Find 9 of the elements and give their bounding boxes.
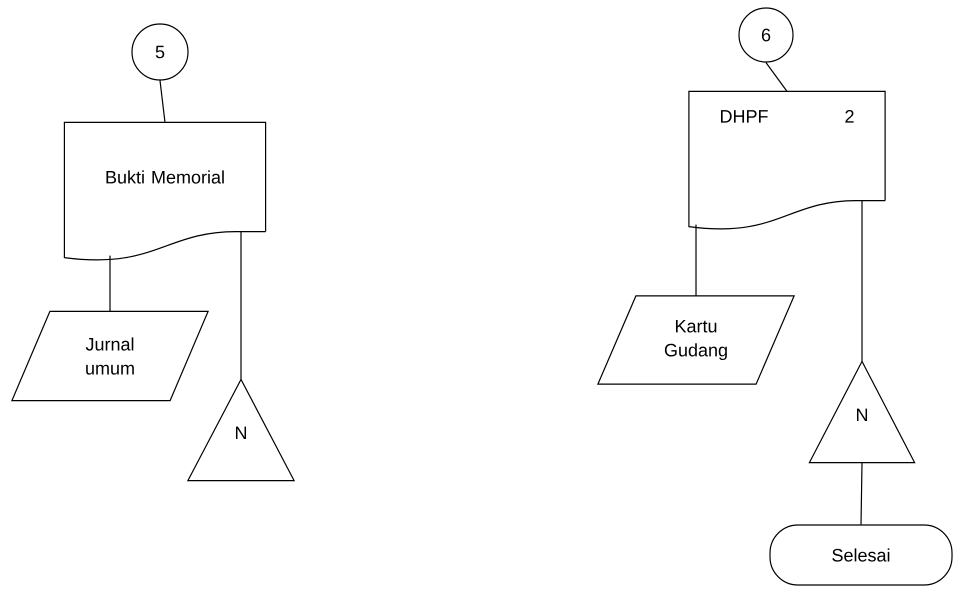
connector-line — [109, 256, 111, 312]
connector-line — [861, 200, 863, 362]
connector-line — [159, 80, 166, 122]
document-shape: Bukti Memorial — [64, 122, 266, 260]
connector-line — [860, 462, 863, 524]
connector-line — [695, 224, 697, 296]
document-shape: DHPF 2 — [688, 90, 886, 230]
connector-line — [766, 62, 788, 92]
connector-line — [240, 232, 242, 380]
